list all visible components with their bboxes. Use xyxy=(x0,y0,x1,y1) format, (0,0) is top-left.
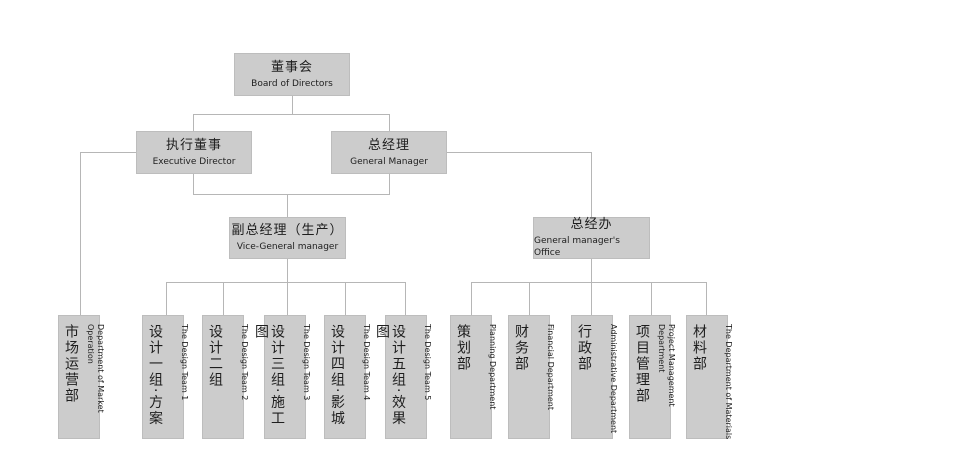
dept-design-team-2: 设计二组 The Design Team 2 xyxy=(202,315,249,439)
connector-line xyxy=(80,152,137,153)
dept-label-en: Department of Market Operation xyxy=(86,324,105,413)
dept-design-team-4: 设计四组·影城 The Design Team 4 xyxy=(324,315,371,439)
dept-label-cn: 行政部 xyxy=(576,324,592,372)
node-label-cn: 总经理 xyxy=(367,137,410,153)
connector-line xyxy=(345,282,346,315)
connector-line xyxy=(651,282,652,315)
dept-label-en: The Department of Materials xyxy=(724,324,733,440)
dept-administrative: 行政部 Administrative Department xyxy=(571,315,618,439)
node-general-manager: 总经理 General Manager xyxy=(331,131,447,174)
connector-line xyxy=(193,194,390,195)
connector-line xyxy=(287,282,288,315)
node-executive-director: 执行董事 Executive Director xyxy=(136,131,252,174)
connector-line xyxy=(223,282,224,315)
connector-line xyxy=(193,114,390,115)
node-label-en: Board of Directors xyxy=(251,78,333,89)
dept-label-cn: 策划部 xyxy=(455,324,471,372)
connector-line xyxy=(80,152,81,315)
connector-line xyxy=(471,282,707,283)
dept-label-en: Planning Department xyxy=(488,324,497,410)
connector-line xyxy=(389,174,390,195)
node-label-en: General manager's Office xyxy=(534,236,620,258)
dept-label-en: The Design Team 3 xyxy=(302,324,311,401)
connector-line xyxy=(389,114,390,132)
node-label-en: General Manager xyxy=(350,156,428,167)
dept-label-en: Financial Department xyxy=(546,324,555,410)
connector-line xyxy=(405,282,406,315)
connector-line xyxy=(287,259,288,282)
connector-line xyxy=(446,152,591,153)
dept-planning: 策划部 Planning Department xyxy=(450,315,497,439)
connector-line xyxy=(706,282,707,315)
connector-line xyxy=(591,152,592,217)
dept-label-cn: 设计五组·效果图 xyxy=(374,324,406,427)
dept-market-operation: 市场运营部 Department of Market Operation xyxy=(58,315,105,439)
dept-label-en: The Design Team 4 xyxy=(362,324,371,401)
node-general-managers-office: 总经办 General manager's Office xyxy=(533,217,650,259)
node-label-cn: 董事会 xyxy=(270,59,313,75)
node-label-en: Executive Director xyxy=(152,156,236,167)
dept-label-en: The Design Team 2 xyxy=(240,324,249,401)
dept-label-en: Project Management Department xyxy=(657,324,676,407)
dept-label-cn: 设计一组·方案 xyxy=(147,324,163,427)
dept-label-en: The Design Team 5 xyxy=(423,324,432,401)
connector-line xyxy=(166,282,167,315)
connector-line xyxy=(193,114,194,132)
dept-label-cn: 材料部 xyxy=(691,324,707,372)
connector-line xyxy=(166,282,406,283)
connector-line xyxy=(287,194,288,217)
dept-label-en: The Design Team 1 xyxy=(180,324,189,401)
node-label-en: Vice-General manager xyxy=(236,242,339,252)
dept-label-cn: 项目管理部 xyxy=(634,324,650,404)
connector-line xyxy=(193,174,194,195)
connector-line xyxy=(529,282,530,315)
dept-design-team-5: 设计五组·效果图 The Design Team 5 xyxy=(374,315,432,439)
dept-materials: 材料部 The Department of Materials xyxy=(686,315,733,439)
dept-label-cn: 设计四组·影城 xyxy=(329,324,345,427)
node-label-cn: 总经办 xyxy=(570,217,613,232)
connector-line xyxy=(471,282,472,315)
dept-design-team-3: 设计三组·施工图 The Design Team 3 xyxy=(253,315,311,439)
dept-financial: 财务部 Financial Department xyxy=(508,315,555,439)
dept-label-cn: 设计三组·施工图 xyxy=(253,324,285,427)
dept-label-en: Administrative Department xyxy=(609,324,618,434)
node-board-of-directors: 董事会 Board of Directors xyxy=(234,53,350,96)
node-label-cn: 执行董事 xyxy=(165,137,222,153)
connector-line xyxy=(591,282,592,315)
dept-label-cn: 财务部 xyxy=(513,324,529,372)
node-label-cn: 副总经理（生产） xyxy=(231,223,344,238)
dept-label-cn: 市场运营部 xyxy=(63,324,79,404)
dept-design-team-1: 设计一组·方案 The Design Team 1 xyxy=(142,315,189,439)
node-vice-general-manager: 副总经理（生产） Vice-General manager xyxy=(229,217,346,259)
connector-line xyxy=(591,259,592,282)
connector-line xyxy=(292,96,293,114)
dept-project-management: 项目管理部 Project Management Department xyxy=(629,315,676,439)
dept-label-cn: 设计二组 xyxy=(207,324,223,388)
